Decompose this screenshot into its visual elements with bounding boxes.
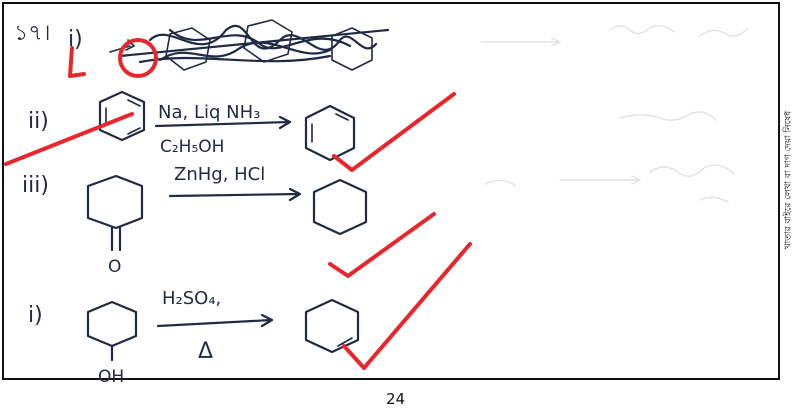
question-number: ১৭।	[14, 21, 50, 46]
answer-box-frame	[2, 2, 780, 380]
grader-check-mark	[332, 92, 456, 172]
reagent-bottom: Δ	[198, 339, 213, 364]
cyclohexadiene-product	[304, 104, 356, 162]
part-label: ii)	[28, 109, 49, 134]
margin-instruction-text: খাতার বাইরে লেখা বা দাগ দেয়া নিষেধ	[783, 110, 794, 250]
scribble-strikeout	[148, 24, 378, 51]
grader-circle-mark	[118, 38, 158, 78]
reagent-top: Na, Liq NH₃	[158, 102, 260, 123]
margin-instruction: খাতার বাইরে লেখা বা দাগ দেয়া নিষেধ	[776, 70, 800, 290]
grader-strike-line	[4, 112, 134, 166]
part-label: iii)	[22, 173, 49, 198]
bleed-through-text	[481, 25, 749, 203]
part-iii-reaction: iii) O ZnHg, HCl	[22, 164, 436, 278]
cyclohexene-product	[304, 298, 360, 354]
cyclohexane-product	[312, 178, 368, 236]
page-number: 24	[386, 390, 406, 408]
reagent-top: H₂SO₄,	[162, 288, 221, 309]
part-iv-reaction: i) OH H₂SO₄, Δ	[28, 242, 472, 387]
part-label: i)	[28, 303, 43, 328]
carbonyl-oxygen: O	[108, 257, 121, 277]
grader-margin-mark	[68, 46, 86, 78]
cyclohexanone-reactant: O	[86, 174, 144, 277]
reaction-arrow	[156, 313, 274, 328]
reaction-arrow	[168, 187, 302, 202]
hydroxyl-group: OH	[98, 367, 124, 387]
part-ii-reaction: ii) Na, Liq NH₃ C₂H₅OH	[4, 90, 456, 172]
reagent-bottom: C₂H₅OH	[160, 137, 224, 157]
reaction-arrow	[154, 115, 292, 130]
part-i-struck: i)	[68, 19, 390, 78]
part-label: i)	[68, 27, 83, 52]
grader-check-mark	[328, 212, 436, 278]
benzene-reactant	[98, 90, 146, 142]
cyclohexanol-reactant: OH	[86, 300, 138, 387]
grader-check-mark	[342, 242, 472, 370]
reagent-top: ZnHg, HCl	[174, 164, 265, 185]
